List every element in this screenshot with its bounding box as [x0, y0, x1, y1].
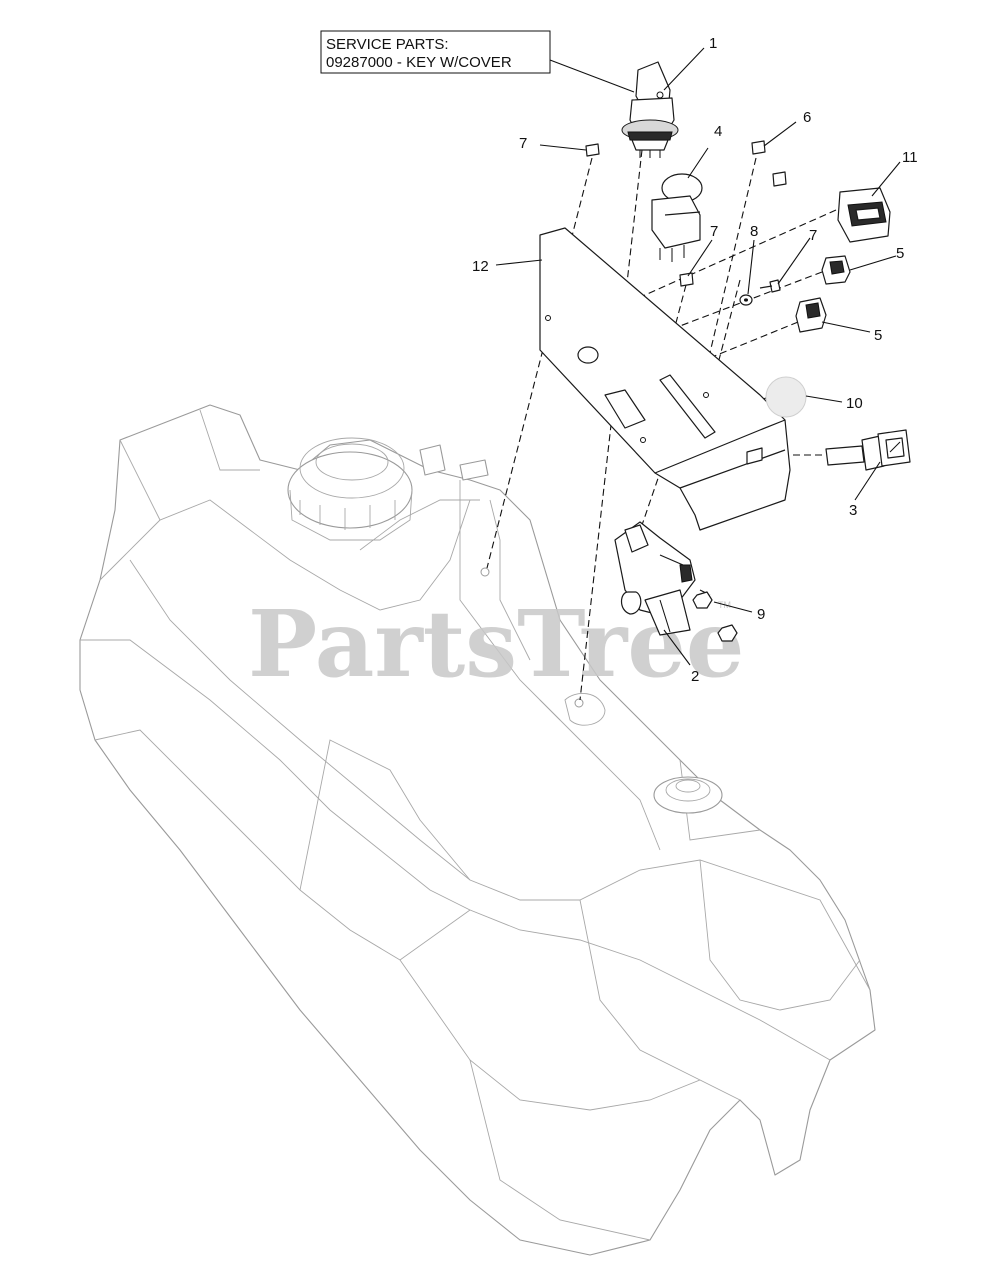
screws [585, 140, 787, 293]
callout-10: 10 [846, 395, 863, 412]
callout-5a: 5 [896, 245, 904, 262]
callout-5b: 5 [874, 327, 882, 344]
knob [765, 376, 807, 418]
callout-9: 9 [757, 606, 765, 623]
callout-11: 11 [902, 149, 918, 166]
callout-7b: 7 [710, 223, 718, 240]
callout-7c: 7 [809, 227, 817, 244]
service-parts-line1: SERVICE PARTS: [326, 36, 449, 53]
callout-12: 12 [472, 258, 489, 275]
callout-2: 2 [691, 668, 699, 685]
mounting-plate [539, 227, 791, 531]
fuel-tank-body [79, 404, 876, 1256]
washer [739, 294, 753, 306]
callout-labels: 1 2 3 4 5 5 6 7 7 7 8 9 10 11 12 [472, 35, 918, 685]
interlock-switch-a [821, 255, 851, 285]
key-switch [621, 61, 679, 158]
relay-connector [837, 187, 891, 243]
pto-switch [651, 173, 703, 262]
service-parts-box: SERVICE PARTS: 09287000 - KEY W/COVER [320, 30, 635, 93]
service-parts-line2: 09287000 - KEY W/COVER [326, 54, 512, 71]
bracket-assembly [614, 521, 696, 636]
callout-1: 1 [709, 35, 717, 52]
leader-lines [495, 47, 901, 666]
nuts [692, 591, 738, 642]
hour-meter [825, 429, 911, 471]
interlock-switch-b [795, 297, 827, 333]
callout-8: 8 [750, 223, 758, 240]
callout-3: 3 [849, 502, 857, 519]
callout-4: 4 [714, 123, 722, 140]
callout-7a: 7 [519, 135, 527, 152]
callout-6: 6 [803, 109, 811, 126]
